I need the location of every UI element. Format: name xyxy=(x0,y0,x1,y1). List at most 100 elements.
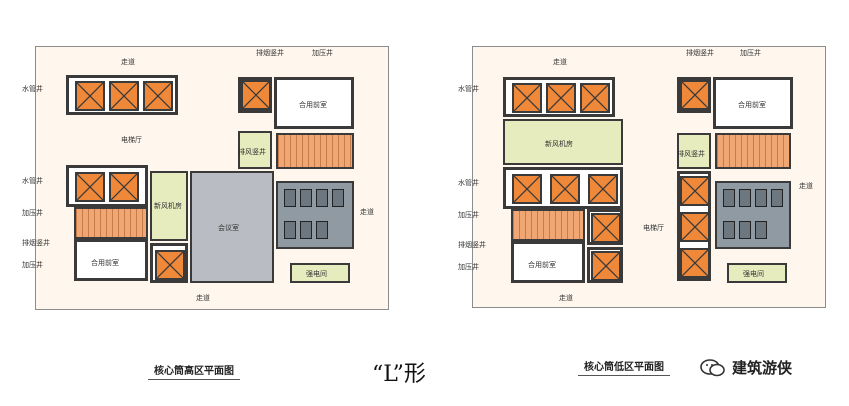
right-stair xyxy=(511,209,585,241)
left-meeting-label: 会议室 xyxy=(218,224,239,232)
left-lift-6 xyxy=(155,250,185,280)
left-lift-6-room xyxy=(150,243,188,283)
left-side-label-4: 排烟竖井 xyxy=(22,239,50,247)
left-corridor-right-label: 走道 xyxy=(360,208,374,216)
right-front-room: 合用前室 xyxy=(511,241,585,283)
right-stall-4 xyxy=(771,189,783,207)
left-side-label-1: 水管井 xyxy=(22,85,43,93)
right-front-room-2-label: 合用前室 xyxy=(738,101,766,109)
left-strong-elec-room: 强电间 xyxy=(290,263,350,283)
right-top-lift-bank xyxy=(503,77,615,117)
left-exhaust-label: 排风竖井 xyxy=(238,148,266,156)
right-lift-7 xyxy=(591,213,621,243)
right-stair-2 xyxy=(715,133,791,169)
left-stall-6 xyxy=(300,221,312,239)
right-stall-3 xyxy=(755,189,767,207)
left-corridor-bottom-label: 走道 xyxy=(196,294,210,302)
right-strong-elec-label: 强电间 xyxy=(743,270,764,278)
left-fresh-air-room: 新风机房 xyxy=(150,171,188,241)
right-strong-elec-room: 强电间 xyxy=(727,263,787,283)
right-corridor-bottom-label: 走道 xyxy=(559,294,573,302)
left-lower-lift-bank xyxy=(66,165,148,207)
left-top-right-label-2: 加压井 xyxy=(312,49,333,57)
right-right-lift-room xyxy=(677,77,711,113)
right-lift-5 xyxy=(550,174,580,204)
right-fresh-air-label: 新风机房 xyxy=(545,140,573,148)
right-exhaust-shaft: 排风竖井 xyxy=(677,133,711,169)
left-right-lift-room xyxy=(238,77,272,113)
right-lift-3 xyxy=(580,83,610,113)
left-stall-2 xyxy=(300,189,312,207)
left-front-room-label: 合用前室 xyxy=(91,259,119,267)
left-floor-plan: 走道 电梯厅 合用前室 新风机房 会议室 合用前室 排风竖井 xyxy=(35,46,389,310)
right-stall-7 xyxy=(755,221,767,239)
right-exhaust-label: 排风竖井 xyxy=(677,150,705,158)
right-front-room-2: 合用前室 xyxy=(713,77,793,129)
right-lift-9 xyxy=(680,80,710,110)
left-stall-5 xyxy=(284,221,296,239)
right-lift-2 xyxy=(546,83,576,113)
right-front-room-label: 合用前室 xyxy=(528,261,556,269)
right-lift-6 xyxy=(588,174,618,204)
left-meeting-room: 会议室 xyxy=(190,171,274,283)
watermark: 建筑游侠 xyxy=(732,359,793,377)
right-stall-5 xyxy=(723,221,735,239)
right-side-label-3: 加压井 xyxy=(458,211,479,219)
left-front-room-2: 合用前室 xyxy=(274,77,354,129)
left-lift-7 xyxy=(241,80,271,110)
left-stall-3 xyxy=(316,189,328,207)
right-side-label-1: 水管井 xyxy=(458,85,479,93)
left-stall-1 xyxy=(284,189,296,207)
right-top-right-label-1: 排烟竖井 xyxy=(686,49,714,57)
left-plan-caption: 核心筒高区平面图 xyxy=(148,362,240,380)
left-front-room: 合用前室 xyxy=(74,239,148,281)
right-floor-plan: 走道 新风机房 合用前室 电梯厅 合用前室 排风竖井 xyxy=(472,46,826,308)
left-front-room-2-label: 合用前室 xyxy=(299,101,327,109)
left-corridor-top-label: 走道 xyxy=(121,58,135,66)
right-lift-10 xyxy=(680,176,710,206)
left-lift-4 xyxy=(75,172,105,202)
left-top-lift-bank xyxy=(66,75,178,115)
right-side-label-2: 水管井 xyxy=(458,179,479,187)
left-lift-1 xyxy=(75,81,105,111)
right-lift-7-room xyxy=(587,209,623,245)
right-stall-2 xyxy=(739,189,751,207)
right-stall-6 xyxy=(739,221,751,239)
left-top-right-label-1: 排烟竖井 xyxy=(256,49,284,57)
right-side-label-5: 加压井 xyxy=(458,263,479,271)
right-side-label-4: 排烟竖井 xyxy=(458,241,486,249)
left-lift-3 xyxy=(143,81,173,111)
left-stair-2 xyxy=(276,133,354,169)
left-stair xyxy=(74,207,148,239)
left-exhaust-shaft: 排风竖井 xyxy=(238,131,272,169)
right-top-right-label-2: 加压井 xyxy=(740,49,761,57)
left-stall-4 xyxy=(332,189,344,207)
left-lift-5 xyxy=(109,172,139,202)
right-toilet xyxy=(715,181,791,249)
right-lift-4 xyxy=(512,174,542,204)
right-plan-caption: 核心筒低区平面图 xyxy=(578,358,670,376)
left-toilet xyxy=(276,181,354,249)
right-lobby-label: 电梯厅 xyxy=(643,224,664,232)
left-side-label-2: 水管井 xyxy=(22,177,43,185)
right-lower-lift-bank xyxy=(503,167,623,209)
center-caption: “L”形 xyxy=(372,362,426,387)
left-strong-elec-label: 强电间 xyxy=(306,270,327,278)
left-lobby-label: 电梯厅 xyxy=(121,136,142,144)
right-lift-11 xyxy=(680,212,710,242)
left-fresh-air-label: 新风机房 xyxy=(154,202,182,210)
right-lift-8 xyxy=(591,251,621,281)
left-lift-2 xyxy=(109,81,139,111)
left-side-label-3: 加压井 xyxy=(22,209,43,217)
left-side-label-5: 加压井 xyxy=(22,261,43,269)
left-stall-7 xyxy=(316,221,328,239)
right-lift-8-room xyxy=(587,247,623,283)
right-corridor-top-label: 走道 xyxy=(553,58,567,66)
right-stall-1 xyxy=(723,189,735,207)
right-corridor-right-label: 走道 xyxy=(799,182,813,190)
right-fresh-air-room: 新风机房 xyxy=(503,119,623,165)
right-lift-1 xyxy=(512,83,542,113)
wechat-icon xyxy=(700,358,726,378)
right-lift-12 xyxy=(680,248,710,278)
right-lift-column xyxy=(677,171,711,281)
